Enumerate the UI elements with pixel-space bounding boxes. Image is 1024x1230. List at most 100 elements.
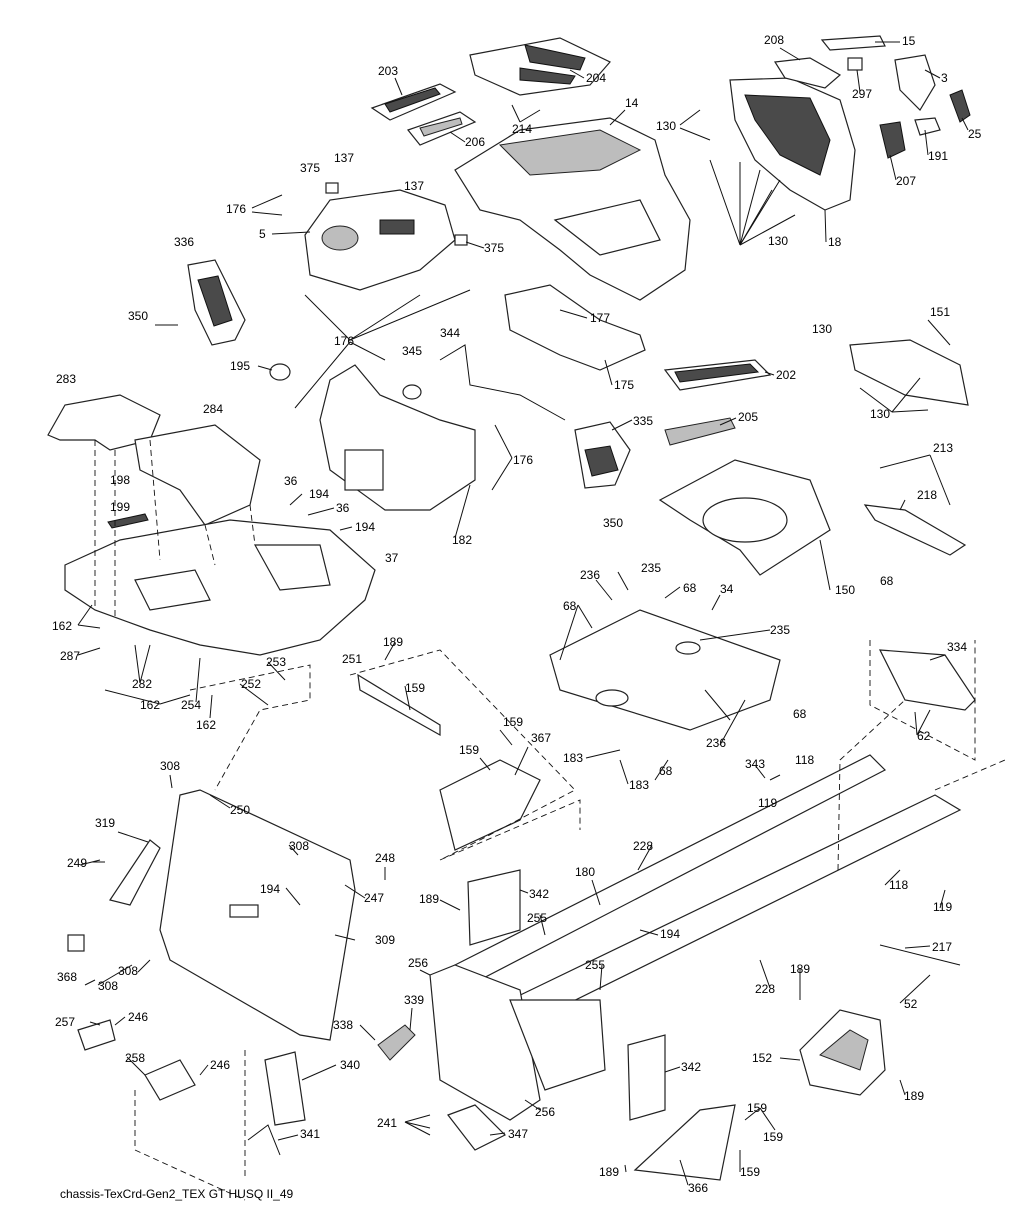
- spring-part-341: [247, 1124, 281, 1156]
- support-part-175: [504, 284, 646, 371]
- callout-label: 159: [405, 681, 425, 695]
- callout-label: 183: [563, 751, 583, 765]
- callout-label: 130: [768, 234, 788, 248]
- callout-label: 344: [440, 326, 460, 340]
- callout-label: 182: [452, 533, 472, 547]
- callout-label: 189: [599, 1165, 619, 1179]
- callout-label: 252: [241, 677, 261, 691]
- callout-label: 284: [203, 402, 223, 416]
- plate-part-340: [264, 1051, 306, 1126]
- callout-label: 191: [928, 149, 948, 163]
- callout-label: 137: [334, 151, 354, 165]
- hood-top-cover: [469, 37, 611, 96]
- callout-label: 198: [110, 473, 130, 487]
- callout-label: 282: [132, 677, 152, 691]
- pan-part-150: [658, 459, 831, 576]
- callout-label: 338: [333, 1018, 353, 1032]
- callout-label: 255: [527, 911, 547, 925]
- callout-label: 336: [174, 235, 194, 249]
- trim-part-15: [820, 35, 886, 51]
- callout-label: 5: [259, 227, 266, 241]
- callout-label: 176: [513, 453, 533, 467]
- callout-label: 241: [377, 1116, 397, 1130]
- callout-label: 308: [118, 964, 138, 978]
- callout-label: 180: [575, 865, 595, 879]
- hinge-part-257: [77, 1019, 116, 1051]
- callout-label: 258: [125, 1051, 145, 1065]
- bracket-part-319: [109, 839, 161, 906]
- callout-label: 194: [309, 487, 329, 501]
- dash-console-part-5: [304, 189, 456, 291]
- callout-label: 218: [917, 488, 937, 502]
- callout-label: 18: [828, 235, 842, 249]
- bracket-part-347: [447, 1104, 507, 1151]
- bracket-part-151: [849, 339, 969, 406]
- callout-label: 254: [181, 698, 201, 712]
- clip-part-297: [847, 57, 863, 71]
- callout-label: 183: [629, 778, 649, 792]
- callout-label: 119: [758, 796, 777, 810]
- callout-label: 208: [764, 33, 784, 47]
- headlight-part-208: [773, 57, 842, 89]
- callout-label: 119: [933, 900, 952, 914]
- rod-part-251: [357, 673, 441, 737]
- clip-part-25: [949, 89, 971, 123]
- assembly-dashed-lines: [94, 439, 1006, 1201]
- fender-cover-part-284: [134, 424, 261, 526]
- callout-label: 202: [776, 368, 796, 382]
- callout-label: 203: [378, 64, 398, 78]
- grille-insert-part-202: [663, 359, 772, 391]
- callout-label: 152: [752, 1051, 772, 1065]
- callout-label: 366: [688, 1181, 708, 1195]
- dash-knob-part-375b: [454, 234, 468, 246]
- bracket-part-366: [633, 1104, 736, 1181]
- pad-part-368: [67, 934, 85, 952]
- callout-label: 283: [56, 372, 76, 386]
- callout-label: 297: [852, 87, 872, 101]
- foot-plate-part-34: [549, 609, 781, 731]
- callout-label: 195: [230, 359, 250, 373]
- callout-label: 251: [342, 652, 362, 666]
- callout-label: 235: [770, 623, 790, 637]
- callout-label: 309: [375, 933, 395, 947]
- callout-label: 194: [260, 882, 280, 896]
- trim-part-205: [664, 417, 736, 446]
- callout-labels: 203 204 14 208 15 3 297 25 130 214 206 1…: [52, 33, 982, 1195]
- callout-label: 36: [336, 501, 350, 515]
- callout-label: 159: [503, 715, 523, 729]
- callout-label: 118: [795, 753, 814, 767]
- hood-vent-part-203: [370, 83, 457, 121]
- callout-label: 34: [720, 582, 734, 596]
- callout-label: 235: [641, 561, 661, 575]
- callout-label: 62: [917, 729, 931, 743]
- callout-label: 176: [334, 334, 354, 348]
- callout-label: 253: [266, 655, 286, 669]
- hood-main-part-14: [454, 117, 691, 301]
- callout-label: 68: [563, 599, 577, 613]
- hood-vent-part-206: [407, 111, 477, 146]
- callout-label: 205: [738, 410, 758, 424]
- callout-label: 368: [57, 970, 77, 984]
- callout-label: 246: [128, 1010, 148, 1024]
- bracket-part-342-upper: [467, 869, 521, 946]
- callout-label: 256: [408, 956, 428, 970]
- callout-label: 342: [529, 887, 549, 901]
- callout-label: 68: [880, 574, 894, 588]
- rear-panel-part-309: [159, 789, 356, 1041]
- plate-part-199: [107, 513, 149, 529]
- callout-label: 249: [67, 856, 87, 870]
- callout-label: 256: [535, 1105, 555, 1119]
- callout-label: 162: [196, 718, 216, 732]
- callout-label: 159: [740, 1165, 760, 1179]
- callout-label: 150: [835, 583, 855, 597]
- callout-label: 118: [889, 878, 908, 892]
- connector-part-207: [879, 121, 906, 159]
- callout-label: 236: [706, 736, 726, 750]
- callout-label: 250: [230, 803, 250, 817]
- callout-label: 68: [793, 707, 807, 721]
- callout-label: 199: [110, 500, 130, 514]
- callout-label: 342: [681, 1060, 701, 1074]
- diagram-caption: chassis-TexCrd-Gen2_TEX GT HUSQ II_49: [60, 1187, 294, 1201]
- callout-label: 339: [404, 993, 424, 1007]
- callout-label: 194: [660, 927, 680, 941]
